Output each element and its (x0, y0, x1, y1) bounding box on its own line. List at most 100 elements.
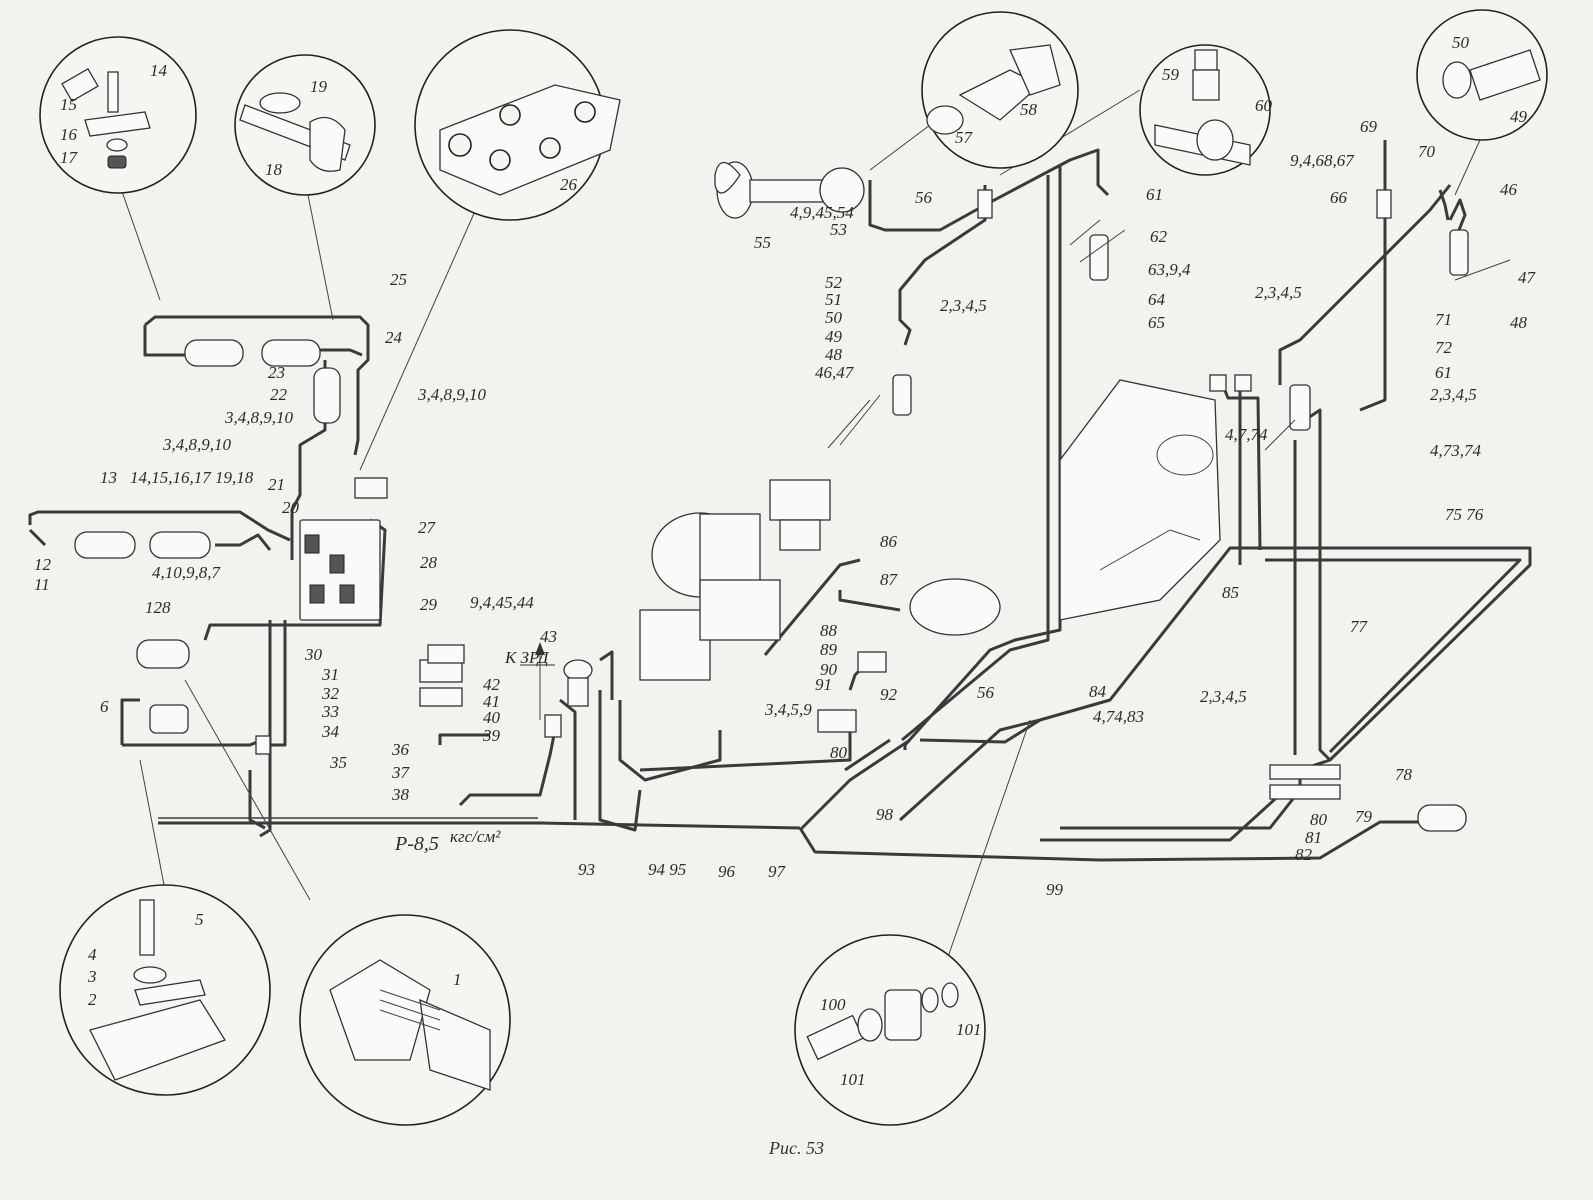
callout-61: 61 (1146, 185, 1163, 204)
callout-93: 93 (578, 860, 595, 879)
callout-14-19: 14,15,16,17 19,18 (130, 468, 254, 487)
callout-4774: 4,7,74 (1225, 425, 1268, 444)
callout-9468: 9,4,68,67 (1290, 151, 1355, 170)
callout-48b: 48 (825, 345, 843, 364)
callout-78: 78 (1395, 765, 1413, 784)
callout-91: 91 (815, 675, 832, 694)
callout-30: 30 (304, 645, 323, 664)
detail-circle-mount (59, 884, 271, 1096)
pressure-annotation: Р-8,5 кгс/см² К ЗРД (394, 648, 550, 855)
callout-97: 97 (768, 862, 787, 881)
callout-43: 43 (540, 627, 557, 646)
callout-86: 86 (880, 532, 898, 551)
callout-13: 13 (100, 468, 117, 487)
callout-35: 35 (329, 753, 347, 772)
detail-circle-coupling (921, 11, 1079, 169)
callout-1: 1 (453, 970, 462, 989)
callout-36: 36 (391, 740, 410, 759)
callout-85: 85 (1222, 583, 1239, 602)
callout-64: 64 (1148, 290, 1166, 309)
callout-12: 12 (34, 555, 52, 574)
callout-60: 60 (1255, 96, 1273, 115)
callout-49: 49 (1510, 107, 1528, 126)
detail-circle-plate (414, 29, 621, 221)
callout-57: 57 (955, 128, 974, 147)
callout-38: 38 (391, 785, 410, 804)
callout-66: 66 (1330, 188, 1348, 207)
callout-99: 99 (1046, 880, 1064, 899)
callout-6: 6 (100, 697, 109, 716)
callout-19: 19 (310, 77, 328, 96)
cab-outline (1059, 379, 1221, 621)
callout-42: 42 (483, 675, 501, 694)
callout-71: 71 (1435, 310, 1452, 329)
main-pressure-line (158, 817, 1420, 862)
callout-101: 101 (840, 1070, 866, 1089)
callout-2345d: 2,3,4,5 (1200, 687, 1247, 706)
callout-34: 34 (321, 722, 340, 741)
callout-41: 41 (483, 692, 500, 711)
callout-47: 47 (1518, 268, 1537, 287)
callout-3489c: 3,4,8,9,10 (162, 435, 232, 454)
callout-2345c: 2,3,4,5 (1430, 385, 1477, 404)
callout-55: 55 (754, 233, 771, 252)
callout-39: 39 (482, 726, 501, 745)
callout-3489b: 3,4,8,9,10 (224, 408, 294, 427)
callout-4647: 46,47 (815, 363, 855, 382)
callout-9444: 9,4,45,44 (470, 593, 534, 612)
figure-caption: Рис. 53 (769, 1138, 824, 1158)
callout-84: 84 (1089, 682, 1107, 701)
detail-circle-clamp-top (39, 36, 197, 194)
callout-7576: 75 76 (1445, 505, 1484, 524)
callout-58: 58 (1020, 100, 1038, 119)
callout-72: 72 (1435, 338, 1453, 357)
callout-2345a: 2,3,4,5 (940, 296, 987, 315)
callout-32: 32 (321, 684, 340, 703)
callout-53: 53 (830, 220, 847, 239)
callout-3459: 3,4,5,9 (764, 700, 812, 719)
callout-25: 25 (390, 270, 407, 289)
callout-48: 48 (1510, 313, 1528, 332)
callout-22: 22 (270, 385, 288, 404)
callout-9495: 94 95 (648, 860, 686, 879)
arrow-k-zrd-label: К ЗРД (504, 648, 550, 667)
callout-labels: 14 15 16 17 19 18 26 25 24 23 3,4,8,9,10… (34, 33, 1537, 1089)
callout-20: 20 (282, 498, 300, 517)
left-components (74, 339, 388, 755)
callout-101b: 101 (956, 1020, 982, 1039)
callout-3: 3 (87, 967, 97, 986)
pressure-unit: кгс/см² (450, 827, 501, 846)
callout-14: 14 (150, 61, 168, 80)
callout-88: 88 (820, 621, 838, 640)
callout-56: 56 (915, 188, 933, 207)
horn-assembly (714, 161, 741, 194)
callout-16: 16 (60, 125, 78, 144)
callout-37: 37 (391, 763, 411, 782)
callout-15: 15 (60, 95, 77, 114)
callout-50: 50 (1452, 33, 1470, 52)
detail-circle-fitting (299, 914, 511, 1126)
callout-59: 59 (1162, 65, 1180, 84)
callout-100: 100 (820, 995, 846, 1014)
callout-77: 77 (1350, 617, 1369, 636)
callout-3489a: 3,4,8,9,10 (417, 385, 487, 404)
callout-89: 89 (820, 640, 838, 659)
callout-21: 21 (268, 475, 285, 494)
callout-49b: 49 (825, 327, 843, 346)
detail-circle-clip (234, 54, 376, 196)
callout-70: 70 (1418, 142, 1436, 161)
callout-23: 23 (268, 363, 285, 382)
callout-92: 92 (880, 685, 898, 704)
callout-24: 24 (385, 328, 403, 347)
floor-frame-piping (898, 140, 1532, 842)
callout-33: 33 (321, 702, 339, 721)
callout-65: 65 (1148, 313, 1165, 332)
callout-18: 18 (265, 160, 283, 179)
callout-5: 5 (195, 910, 204, 929)
callout-81: 81 (1305, 828, 1322, 847)
callout-31: 31 (321, 665, 339, 684)
callout-2345b: 2,3,4,5 (1255, 283, 1302, 302)
arrow-k-zrd (520, 642, 555, 720)
callout-40: 40 (483, 708, 501, 727)
